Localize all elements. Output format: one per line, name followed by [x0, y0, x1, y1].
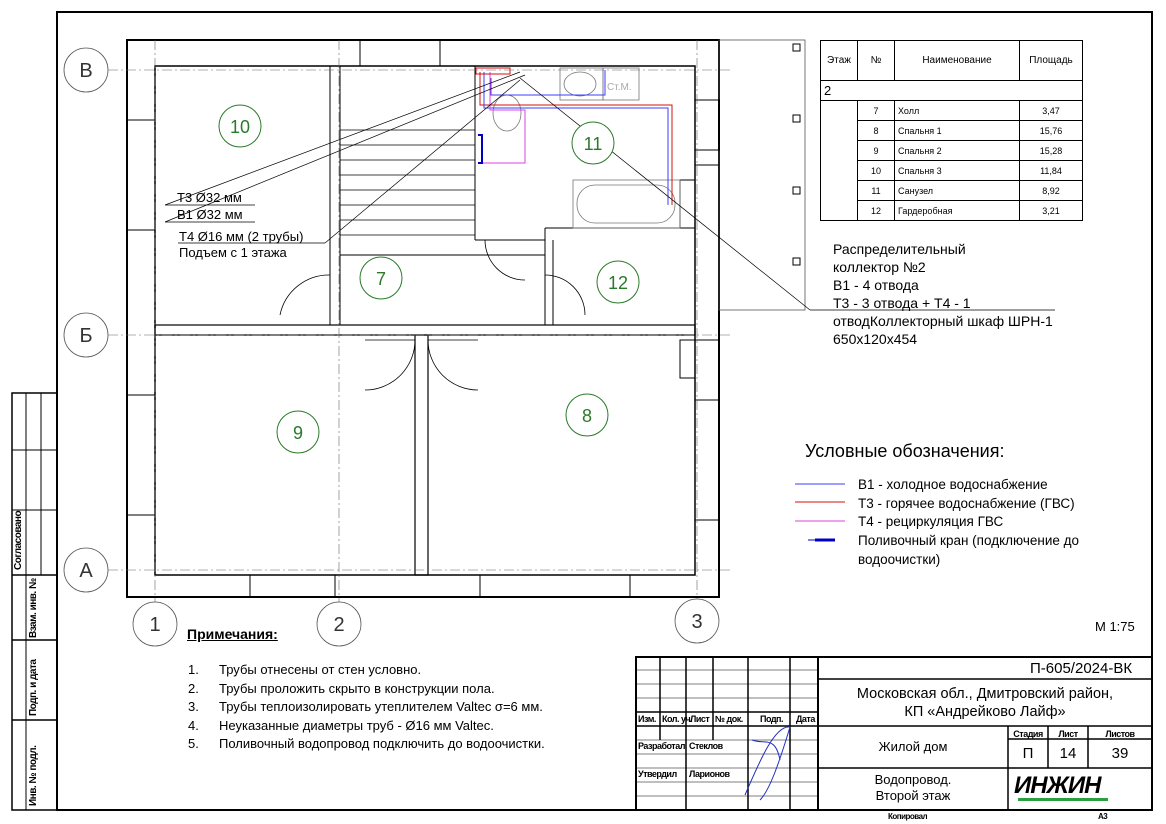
doors [279, 239, 586, 391]
collector-line: 650х120х454 [833, 331, 918, 347]
axis-label-3: 3 [691, 611, 702, 633]
company-logo: ИНЖИН [1014, 772, 1101, 799]
notes-title: Примечания: [187, 626, 278, 642]
sheets-value: 39 [1111, 745, 1129, 762]
legend-title: Условные обозначения: [805, 441, 1005, 461]
stamp-approved: Согласовано [13, 510, 24, 570]
col-header-qty: Кол. уч. [662, 714, 693, 724]
copied-label: Копировал [888, 812, 928, 821]
grid-lines [108, 40, 730, 602]
approved-label: Утвердил [638, 769, 677, 779]
floor-value: 2 [820, 80, 1083, 101]
developed-label: Разработал [638, 741, 685, 751]
title-block-grid [635, 656, 1153, 811]
collector-line: Распределительный [833, 241, 966, 257]
legend-item-tap-cont: водоочистки) [858, 551, 941, 567]
note-item: 4.Неуказанные диаметры труб - Ø16 мм Val… [188, 717, 494, 733]
axis-label-b: Б [79, 325, 92, 347]
stage-label: Стадия [1013, 729, 1043, 739]
stamp-sign-date: Подп. и дата [28, 659, 39, 716]
side-stamp-grid [11, 392, 58, 811]
collector-line: Т3 - 3 отвода + Т4 - 1 [833, 295, 971, 311]
staircase [340, 129, 475, 236]
room-number: 9 [293, 423, 303, 443]
col-header-sheet: Лист [690, 714, 710, 724]
room-number: 10 [230, 117, 250, 137]
stamp-replaced-inv: Взам. инв. № [28, 578, 39, 638]
room-number: 8 [582, 406, 592, 426]
col-header-date: Дата [796, 714, 815, 724]
signature [744, 726, 791, 801]
address-line-1: Московская обл., Дмитровский район, [856, 686, 1114, 702]
label-riser: Подъем с 1 этажа [179, 245, 287, 260]
room-number: 11 [584, 134, 603, 154]
axis-label-a: А [79, 560, 93, 582]
room-markers [218, 104, 640, 454]
object-name: Жилой дом [878, 739, 948, 754]
bathroom-fixtures [492, 67, 681, 229]
note-item: 2.Трубы проложить скрыто в конструкции п… [188, 680, 495, 696]
axis-label-v: В [79, 60, 92, 82]
legend-swatches [795, 483, 845, 542]
sheet-value: 14 [1059, 745, 1077, 762]
axis-label-1: 1 [149, 614, 160, 636]
project-address: Московская обл., Дмитровский район, КП «… [818, 685, 1152, 721]
header-floor: Этаж [820, 40, 858, 81]
header-name: Наименование [894, 40, 1020, 81]
drawing-title-line-2: Второй этаж [875, 788, 951, 803]
address-line-2: КП «Андрейково Лайф» [904, 704, 1066, 720]
header-number: № [857, 40, 895, 81]
approved-name: Ларионов [689, 769, 730, 779]
collector-line: отводКоллекторный шкаф ШРН-1 [833, 313, 1053, 329]
sheet-label: Лист [1058, 729, 1078, 739]
legend-item-t3: Т3 - горячее водоснабжение (ГВС) [858, 495, 1075, 511]
col-header-change: Изм. [638, 714, 656, 724]
label-t4: Т4 Ø16 мм (2 трубы) [179, 229, 304, 244]
notes-list: 1.Трубы отнесены от стен условно. 2.Труб… [188, 661, 545, 754]
note-item: 5.Поливочный водопровод подключить до во… [188, 736, 545, 751]
drawing-title-line-1: Водопровод. [874, 772, 952, 787]
note-item: 1.Трубы отнесены от стен условно. [188, 662, 422, 677]
room-number: 7 [376, 269, 386, 289]
collector-line: коллектор №2 [833, 259, 926, 275]
collector-line: В1 - 4 отвода [833, 277, 919, 293]
axis-bubbles [63, 47, 720, 647]
collector-note: Распределительный коллектор №2 В1 - 4 от… [833, 240, 1053, 348]
col-header-doc: № док. [715, 714, 743, 724]
label-b1: В1 Ø32 мм [177, 207, 243, 222]
legend-item-b1: В1 - холодное водоснабжение [858, 477, 1048, 492]
pipes [475, 67, 673, 205]
logo-underline [1018, 798, 1108, 801]
stamp-inv-original: Инв. № подл. [28, 745, 39, 806]
room-number: 12 [608, 273, 628, 293]
label-t3: Т3 Ø32 мм [177, 190, 242, 205]
sheets-label: Листов [1105, 729, 1135, 739]
drawing-title: Водопровод. Второй этаж [818, 772, 1008, 804]
document-code: П-605/2024-ВК [1030, 660, 1133, 677]
leader-lines [164, 71, 1055, 311]
col-header-sign: Подп. [760, 714, 784, 724]
scale-label: М 1:75 [1095, 619, 1135, 634]
frame-markers [792, 43, 801, 266]
washer-label: Ст.М. [607, 82, 632, 93]
legend: В1 - холодное водоснабжение Т3 - горячее… [858, 476, 1079, 570]
note-item: 3.Трубы теплоизолировать утеплителем Val… [188, 699, 543, 714]
format-label: А3 [1098, 812, 1108, 821]
stage-value: П [1022, 745, 1034, 762]
legend-item-tap: Поливочный кран (подключение до [858, 533, 1080, 549]
header-area: Площадь [1019, 40, 1083, 81]
legend-item-t4: Т4 - рециркуляция ГВС [858, 514, 1004, 530]
developed-name: Стеклов [689, 741, 723, 751]
axis-label-2: 2 [333, 614, 344, 636]
